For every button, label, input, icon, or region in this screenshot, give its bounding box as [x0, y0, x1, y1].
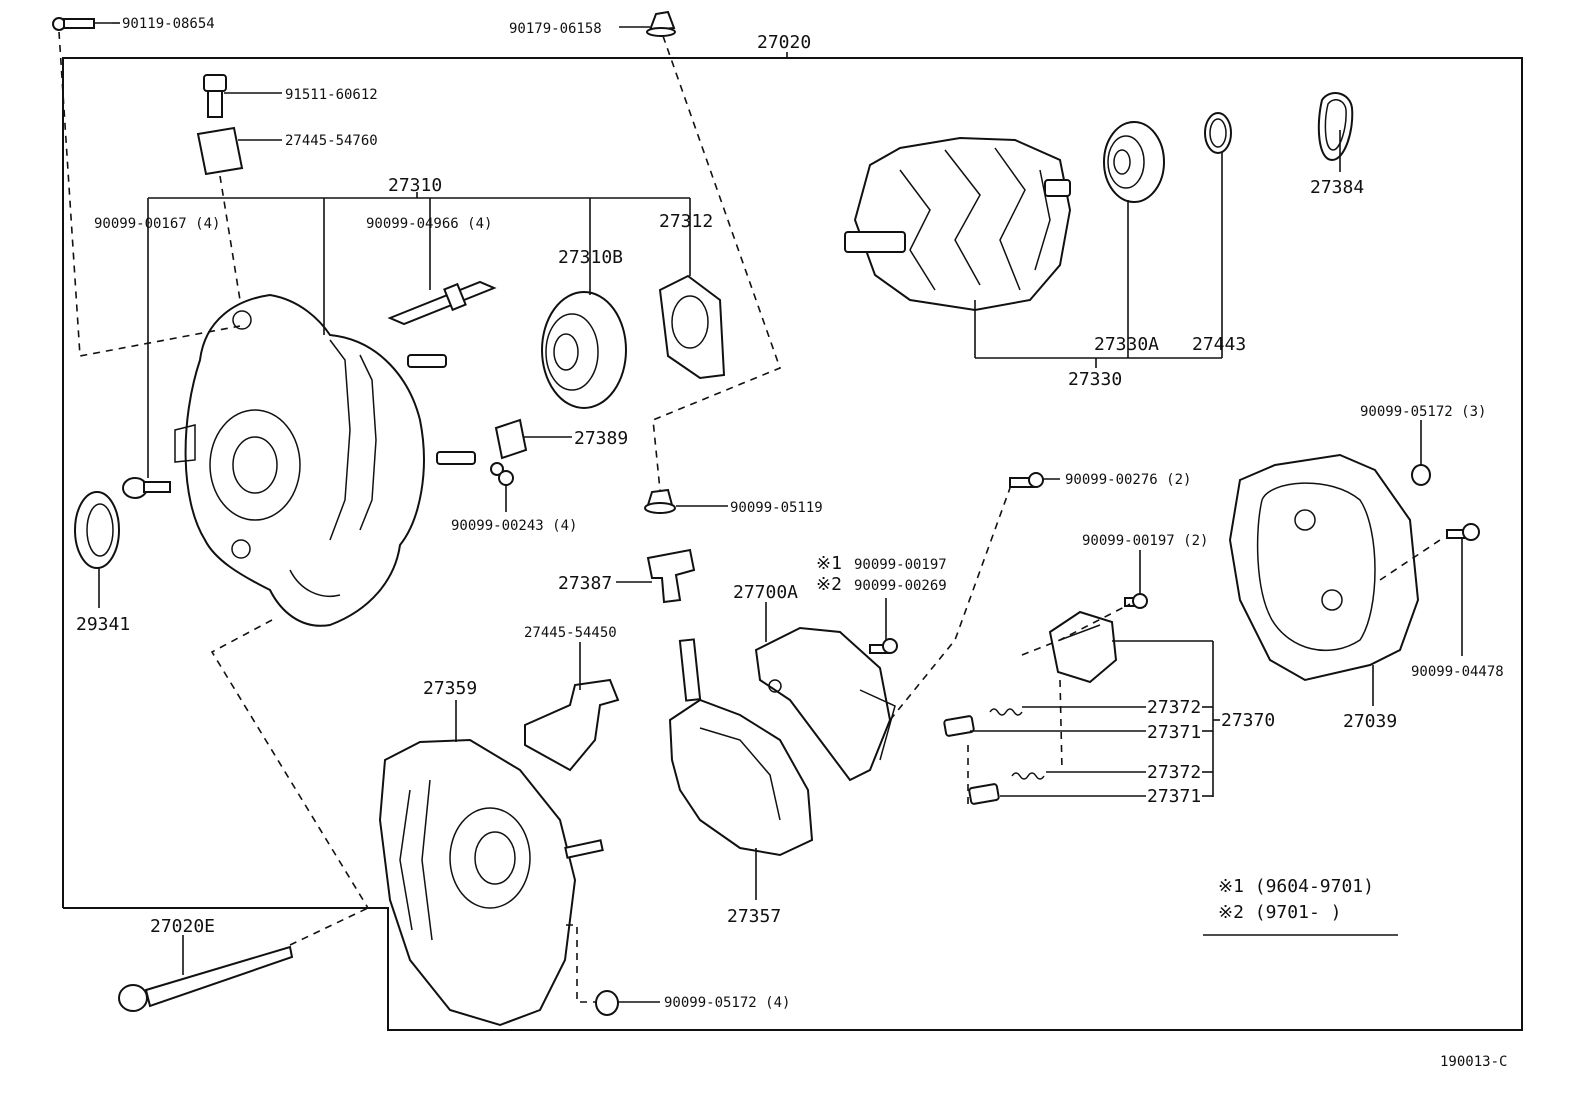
label-90099-00197-2: 90099-00197 (2): [1082, 533, 1208, 549]
label-27020: 27020: [757, 32, 811, 53]
label-27370: 27370: [1221, 710, 1275, 731]
nut-90099-00243: [490, 462, 514, 486]
stud-90099-04966: [387, 280, 497, 326]
label-90119-08654: 90119-08654: [122, 16, 215, 32]
rectifier-holder-27357: [668, 638, 814, 857]
brush-holder-27370: [1048, 610, 1118, 684]
cap-90179-06158: [646, 10, 676, 37]
through-bolt-27020E: [118, 945, 294, 1012]
label-27357: 27357: [727, 906, 781, 927]
bearing-27310B: [541, 291, 627, 409]
label-27371-a: 27371: [1147, 722, 1201, 743]
label-91511-60612: 91511-60612: [285, 87, 378, 103]
label-27443: 27443: [1192, 334, 1246, 355]
regulator-27700A: [754, 626, 896, 782]
screw-90099-00197-00269: [869, 638, 898, 654]
note2-marker: ※2: [816, 574, 842, 595]
label-27310B: 27310B: [558, 247, 623, 268]
screw-90099-00197-2: [1124, 593, 1148, 609]
assembly-outline-27020: [62, 52, 1523, 1031]
label-27387: 27387: [558, 573, 612, 594]
label-90099-00243: 90099-00243 (4): [451, 518, 577, 534]
label-90099-04966: 90099-04966 (4): [366, 216, 492, 232]
bolt-90099-04478: [1446, 523, 1480, 541]
label-27372-a: 27372: [1147, 697, 1201, 718]
rotor-27330: [844, 136, 1072, 312]
label-27700A: 27700A: [733, 582, 798, 603]
legend-note-2: ※2 (9701- ): [1218, 902, 1341, 923]
bearing-27330A: [1103, 121, 1165, 203]
part-labels: 90119-08654 90179-06158 27020 91511-6061…: [76, 16, 1507, 1070]
figure-code: 190013-C: [1440, 1054, 1507, 1070]
terminal-insulator-27389: [494, 418, 572, 460]
brush-spring-27372-a: [989, 708, 1023, 716]
note1-marker: ※1: [816, 553, 842, 574]
insulator-27445-54760: [196, 126, 282, 176]
ring-27384: [1317, 92, 1354, 162]
label-27039: 27039: [1343, 711, 1397, 732]
cap-90099-05119: [644, 488, 728, 514]
washer-27443: [1204, 112, 1232, 154]
label-90099-00167: 90099-00167 (4): [94, 216, 220, 232]
oil-seal-29341: [74, 491, 120, 569]
label-27384: 27384: [1310, 177, 1364, 198]
nut-90099-05172-3: [1411, 464, 1431, 486]
bolt-90099-00167: [122, 477, 171, 499]
label-90099-00276: 90099-00276 (2): [1065, 472, 1191, 488]
label-27445-54450: 27445-54450: [524, 625, 617, 641]
label-29341: 29341: [76, 614, 130, 635]
bolt-90099-00276: [1009, 472, 1044, 488]
label-27330A: 27330A: [1094, 334, 1159, 355]
brush-27371-a: [943, 715, 975, 737]
retainer-plate-27312: [658, 274, 726, 380]
label-27371-b: 27371: [1147, 786, 1201, 807]
label-90099-05172-3: 90099-05172 (3): [1360, 404, 1486, 420]
label-90099-05119: 90099-05119: [730, 500, 823, 516]
label-90099-04478: 90099-04478: [1411, 664, 1504, 680]
label-90099-00269: 90099-00269: [854, 578, 947, 594]
label-90099-05172-4: 90099-05172 (4): [664, 995, 790, 1011]
label-27020E: 27020E: [150, 916, 215, 937]
rectifier-end-frame-27359: [378, 738, 604, 1027]
label-27359: 27359: [423, 678, 477, 699]
label-90179-06158: 90179-06158: [509, 21, 602, 37]
label-27330: 27330: [1068, 369, 1122, 390]
label-27389: 27389: [574, 428, 628, 449]
leader-lines: [98, 22, 1463, 975]
label-27312: 27312: [659, 211, 713, 232]
legend-note-1: ※1 (9604-9701): [1218, 876, 1374, 897]
brush-27371-b: [968, 783, 1000, 805]
label-27372-b: 27372: [1147, 762, 1201, 783]
insulator-27387: [616, 548, 696, 604]
label-27310: 27310: [388, 175, 442, 196]
brush-spring-27372-b: [1011, 772, 1045, 780]
rear-end-cover-27039: [1228, 453, 1420, 682]
drive-end-frame-27310: [174, 293, 476, 627]
bolt-90119-08654: [52, 17, 112, 31]
dashed-guide-lines: [58, 31, 1441, 1003]
label-90099-00197: 90099-00197: [854, 557, 947, 573]
label-27445-54760: 27445-54760: [285, 133, 378, 149]
nut-90099-05172-4: [595, 990, 660, 1016]
insulator-27445-54450: [524, 678, 620, 772]
bolt-91511-60612: [203, 74, 282, 118]
